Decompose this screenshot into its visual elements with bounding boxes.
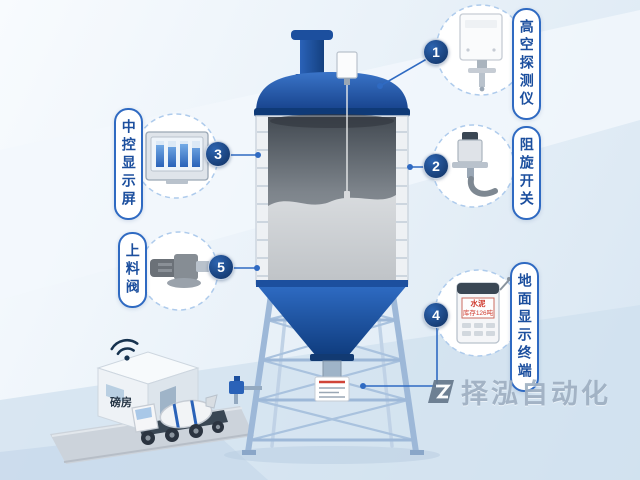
device-control-display xyxy=(133,113,219,199)
watermark-text: 择泓自动化 xyxy=(461,379,611,409)
silo-cone xyxy=(256,284,408,356)
watermark: 择泓自动化 xyxy=(428,372,611,411)
silo-dome xyxy=(256,72,408,112)
watermark-logo-icon xyxy=(428,380,454,403)
badge-4: 4 xyxy=(423,302,449,328)
label-control-display: 中控显示屏 xyxy=(114,108,143,220)
weigh-house-label: 磅房 xyxy=(110,395,132,409)
device-rotary-switch xyxy=(431,124,515,208)
mixer-truck xyxy=(131,394,228,445)
discharge-sign xyxy=(314,376,350,402)
label-ground-terminal: 地面显示终端 xyxy=(510,262,539,392)
feed-pipe-and-valve xyxy=(229,376,262,404)
badge-3: 3 xyxy=(205,141,231,167)
device-feed-valve xyxy=(139,231,219,311)
support-tower xyxy=(242,285,424,455)
badge-5: 5 xyxy=(208,254,234,280)
badge-1: 1 xyxy=(423,39,449,65)
silo-material xyxy=(268,195,396,283)
terminal-screen-line1: 水泥 xyxy=(471,298,486,308)
top-sensor-on-silo xyxy=(336,51,358,199)
truck-wheels xyxy=(141,421,224,445)
silo-shadow xyxy=(224,446,440,464)
label-feed-valve: 上料阀 xyxy=(118,232,147,308)
silo xyxy=(254,30,410,402)
terminal-screen-line2: 库存126吨 xyxy=(463,308,494,317)
label-rotary-switch: 阻旋开关 xyxy=(512,126,541,220)
device-ground-terminal: 水泥 库存126吨 xyxy=(434,269,522,357)
badge-2: 2 xyxy=(423,153,449,179)
discharge-pipe xyxy=(322,360,342,378)
label-high-level-detector: 高空探测仪 xyxy=(512,8,541,120)
wifi-icon xyxy=(110,338,139,361)
